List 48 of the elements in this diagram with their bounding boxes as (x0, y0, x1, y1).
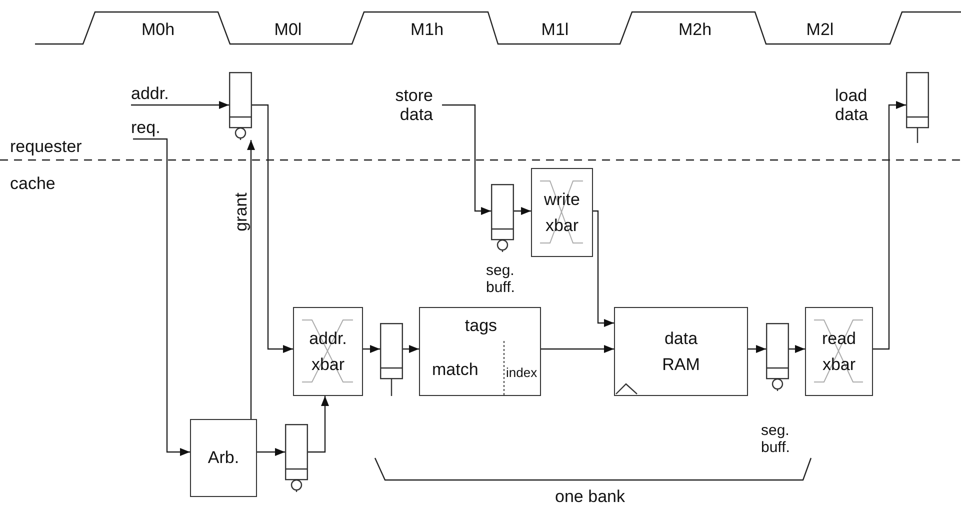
arbiter-box (190, 419, 257, 497)
arrow (873, 101, 906, 350)
arrow (133, 138, 190, 456)
arrow (593, 210, 614, 327)
pipeline-register (380, 323, 403, 396)
arrow (789, 345, 805, 353)
edge-label: grant (232, 192, 250, 232)
phase-label: M0l (274, 20, 302, 39)
phase-label: M1h (410, 20, 444, 39)
arrow (257, 448, 285, 456)
arrow (131, 101, 229, 109)
arrow (442, 104, 491, 215)
phase-label: M2h (678, 20, 712, 39)
box-label: addr. xbar (308, 328, 348, 376)
box-label: data RAM (661, 328, 701, 376)
arrow (403, 345, 419, 353)
region-label: cache (10, 174, 56, 193)
box-label: read xbar (820, 328, 858, 376)
arrow (247, 140, 255, 419)
buffer-caption: seg. buff. (761, 422, 791, 456)
arrow (541, 345, 614, 353)
region-label: requester (10, 137, 82, 156)
phase-label: M0h (141, 20, 175, 39)
arrow (514, 207, 531, 215)
ram-block (614, 307, 748, 396)
arrow (308, 396, 329, 453)
box-label: write xbar (543, 188, 581, 236)
tag-array-box (419, 307, 541, 396)
box-label: index (506, 364, 538, 382)
arrow (252, 104, 293, 353)
signal-label: store data (378, 86, 442, 126)
arrow (748, 345, 766, 353)
pipeline-register (285, 424, 308, 492)
signal-label: load data (835, 86, 870, 124)
box-label: Arb. (206, 447, 240, 469)
phase-label: M1l (541, 20, 569, 39)
pipeline-register (906, 72, 929, 143)
box-label: tags (464, 316, 498, 335)
pipeline-register (491, 184, 514, 252)
pipeline-register (766, 323, 789, 391)
signal-label: addr. (131, 84, 177, 105)
signal-label: req. (131, 118, 167, 139)
arrow (363, 345, 380, 353)
bracket-label: one bank (555, 487, 625, 505)
box-label: match (432, 360, 478, 379)
buffer-caption: seg. buff. (486, 262, 516, 296)
pipeline-register (229, 72, 252, 140)
phase-label: M2l (806, 20, 834, 39)
